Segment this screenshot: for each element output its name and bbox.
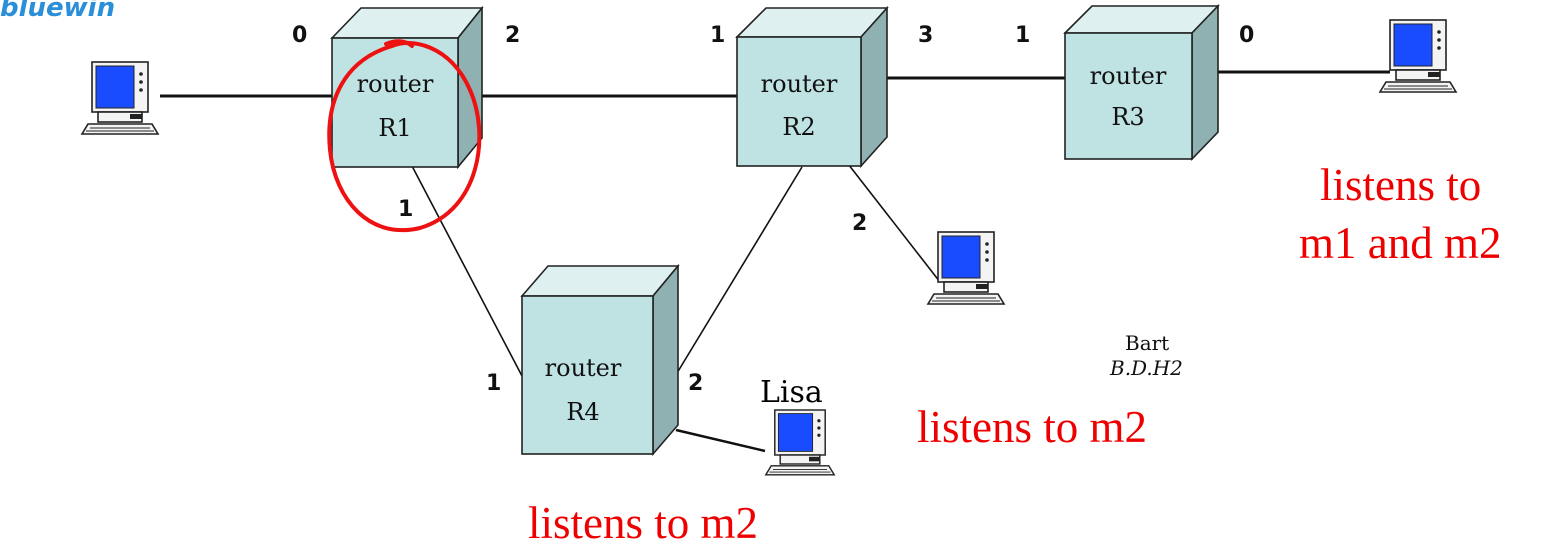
annotation-bart: listens to m2 xyxy=(917,402,1147,452)
router-r2: router R2 xyxy=(735,5,889,169)
link-r2-host xyxy=(844,159,941,283)
port-r4-right: 2 xyxy=(688,371,703,396)
router-r1-title: router xyxy=(357,70,434,98)
bart-label: Bart xyxy=(1125,331,1169,355)
link-r4-lisa xyxy=(675,428,766,453)
router-r2-title: router xyxy=(761,70,838,98)
router-r3: router R3 xyxy=(1063,4,1220,161)
port-r4-left: 1 xyxy=(486,371,501,396)
port-r1-left: 0 xyxy=(292,23,307,48)
annotation-r3-host-line1: listens to xyxy=(1320,160,1481,210)
port-r1-right: 2 xyxy=(505,23,520,48)
annotation-r3-host-line2: m1 and m2 xyxy=(1299,218,1501,268)
lisa-label: Lisa xyxy=(760,375,823,410)
bart-address: B.D.H2 xyxy=(1109,356,1183,380)
highlight-circle xyxy=(327,39,482,232)
port-r3-left: 1 xyxy=(1015,23,1030,48)
host-computer-lisa xyxy=(765,409,835,476)
router-r4-name: R4 xyxy=(566,398,599,426)
link-r2-r4 xyxy=(673,166,803,379)
router-r4: router R4 xyxy=(520,263,680,457)
bluewin-logo: bluewin xyxy=(0,0,115,23)
link-r1-r4 xyxy=(411,165,523,377)
port-r3-right: 0 xyxy=(1239,23,1254,48)
host-computer-left xyxy=(81,61,159,135)
port-r2-left: 1 xyxy=(710,23,725,48)
port-r1-bottom: 1 xyxy=(398,197,413,222)
host-computer-bart xyxy=(927,231,1005,305)
router-r4-title: router xyxy=(545,354,622,382)
router-r3-title: router xyxy=(1090,62,1167,90)
router-r1-name: R1 xyxy=(378,114,411,142)
links xyxy=(160,70,1390,453)
port-r2-right: 3 xyxy=(918,23,933,48)
port-r2-bottom: 2 xyxy=(852,211,867,236)
annotation-lisa: listens to m2 xyxy=(528,498,758,548)
router-r2-name: R2 xyxy=(782,113,815,141)
host-computer-right xyxy=(1379,19,1457,93)
router-r1: router R1 xyxy=(330,5,484,170)
router-r3-name: R3 xyxy=(1111,103,1144,131)
